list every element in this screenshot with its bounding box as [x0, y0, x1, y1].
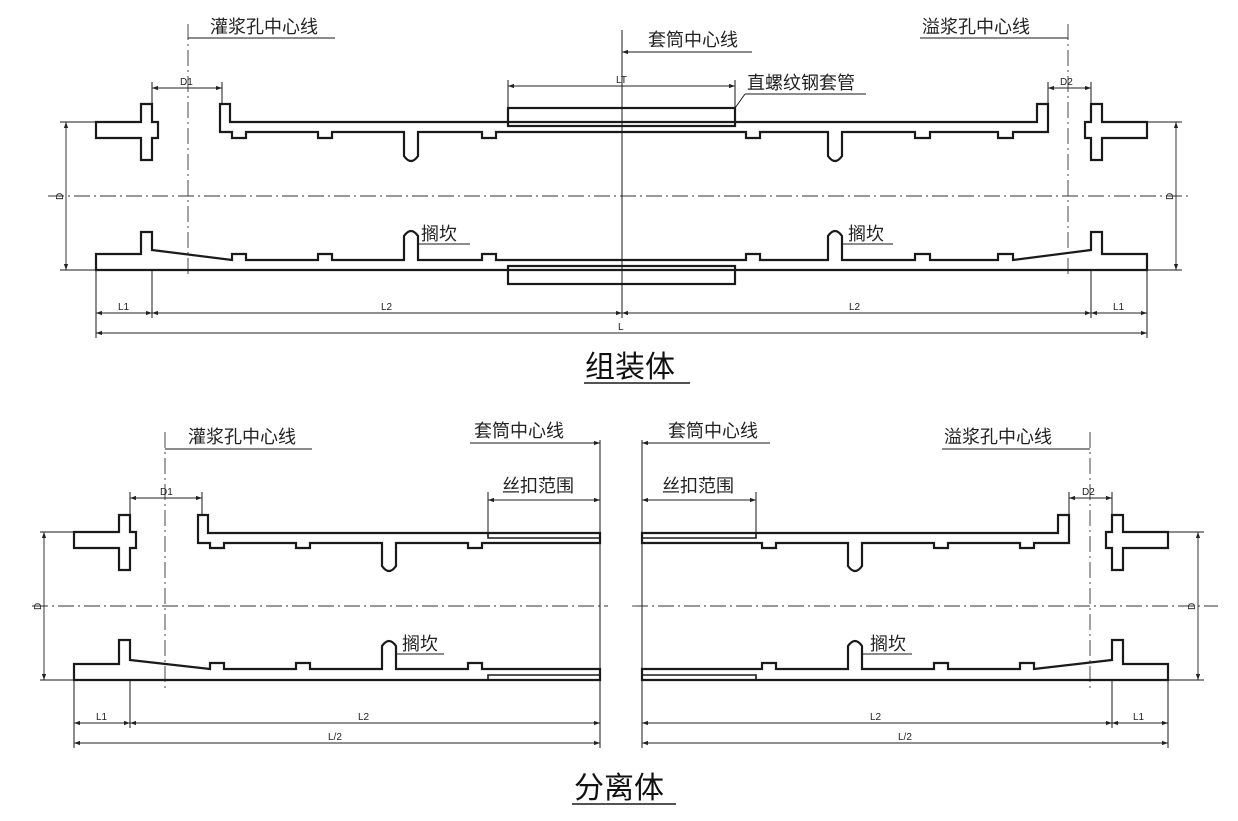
- dim-L1-sep-left: L1: [96, 712, 108, 723]
- label-thread-range-right: 丝扣范围: [662, 476, 734, 497]
- dim-L2-right: L2: [849, 302, 861, 313]
- label-steel-sleeve: 直螺纹钢套管: [747, 73, 855, 94]
- dim-D1: D1: [180, 77, 193, 88]
- dim-L2-sep-left: L2: [358, 712, 370, 723]
- dim-D-sep-left: D: [33, 603, 44, 610]
- label-sleeve-centerline-left: 套筒中心线: [474, 421, 564, 442]
- right-thread-bottom: [642, 674, 757, 680]
- label-ridge-sep-right: 搁坎: [870, 634, 906, 655]
- dim-D2: D2: [1060, 77, 1073, 88]
- right-overflow-plug-sep: [1104, 513, 1170, 572]
- assembly-title: 组装体: [585, 350, 675, 385]
- label-ridge-left: 搁坎: [421, 224, 457, 245]
- left-half-top-wall: [196, 513, 602, 573]
- label-thread-range-left: 丝扣范围: [502, 476, 574, 497]
- label-sleeve-centerline: 套筒中心线: [648, 30, 738, 51]
- steel-sleeve-tube-top: [506, 106, 737, 128]
- right-half-bottom-wall: [640, 638, 1170, 682]
- dim-Lhalf-right: L/2: [898, 732, 912, 743]
- label-ridge-sep-left: 搁坎: [402, 634, 438, 655]
- steel-sleeve-tube-bottom: [506, 264, 737, 286]
- dim-L1-left: L1: [118, 302, 130, 313]
- left-grout-plug-sep: [72, 513, 138, 572]
- dim-L2-left: L2: [381, 302, 393, 313]
- right-overflow-plug-top: [1083, 102, 1149, 162]
- label-grout-hole-centerline-sep: 灌浆孔中心线: [188, 427, 296, 448]
- right-half-top-wall: [640, 513, 1071, 573]
- label-overflow-hole-centerline: 溢浆孔中心线: [922, 17, 1030, 38]
- left-thread-top: [487, 533, 600, 539]
- right-thread-top: [642, 533, 757, 539]
- dim-L1-sep-right: L1: [1133, 712, 1145, 723]
- sleeve-bottom-wall: [94, 229, 1149, 272]
- sleeve-top-wall: [218, 102, 1050, 163]
- dim-L2-sep-right: L2: [870, 712, 882, 723]
- left-thread-bottom: [487, 674, 600, 680]
- dim-LT: LT: [616, 75, 627, 86]
- left-grout-plug-top: [94, 102, 160, 162]
- label-grout-hole-centerline: 灌浆孔中心线: [210, 17, 318, 38]
- label-ridge-right: 搁坎: [848, 224, 884, 245]
- dim-Lhalf-left: L/2: [328, 732, 342, 743]
- separated-title: 分离体: [574, 771, 664, 806]
- label-sleeve-centerline-right: 套筒中心线: [668, 421, 758, 442]
- dim-D-left: D: [55, 193, 66, 200]
- separated-view: 灌浆孔中心线 套筒中心线 套筒中心线 溢浆孔中心线 丝扣范围 丝扣范围 搁坎 搁…: [32, 421, 1218, 806]
- dim-L1-right: L1: [1113, 302, 1125, 313]
- dim-D-sep-right: D: [1187, 603, 1198, 610]
- dim-D2-sep: D2: [1082, 487, 1095, 498]
- assembly-view: 灌浆孔中心线 溢浆孔中心线 套筒中心线 直螺纹钢套管 搁坎 搁坎 LT D1 D…: [48, 17, 1190, 385]
- label-overflow-hole-centerline-sep: 溢浆孔中心线: [944, 427, 1052, 448]
- dim-D1-sep: D1: [160, 487, 173, 498]
- left-half-bottom-wall: [72, 638, 602, 682]
- dim-D-right: D: [1165, 193, 1176, 200]
- dim-L: L: [618, 322, 624, 333]
